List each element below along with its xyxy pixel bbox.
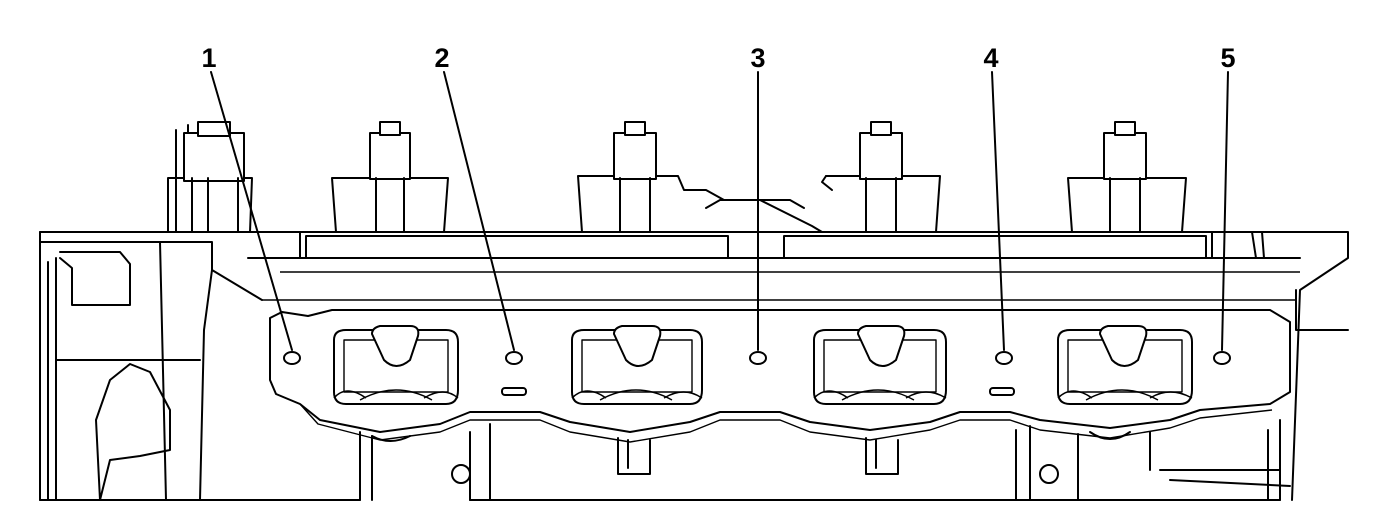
callout-label-3: 3 bbox=[750, 43, 765, 73]
callout-label-2: 2 bbox=[434, 43, 449, 73]
callout-labels: 1 2 3 4 5 bbox=[201, 43, 1235, 73]
callout-label-5: 5 bbox=[1220, 43, 1235, 73]
bolt-hole-2 bbox=[505, 351, 523, 365]
bolt-hole-5 bbox=[1213, 351, 1231, 365]
leader-line-4 bbox=[991, 71, 1005, 351]
exhaust-port-4 bbox=[1057, 325, 1193, 405]
cylinder-head-casting bbox=[39, 231, 1349, 501]
bolt-hole-1 bbox=[283, 351, 301, 365]
rocker-support-2 bbox=[331, 121, 449, 233]
bolt-hole-4 bbox=[995, 351, 1013, 365]
exhaust-port-1 bbox=[333, 325, 459, 405]
leader-line-1 bbox=[210, 71, 293, 351]
lower-bosses bbox=[359, 423, 1151, 501]
exhaust-port-2 bbox=[571, 325, 703, 405]
bolt-hole-3 bbox=[749, 351, 767, 365]
leader-lines bbox=[210, 71, 1229, 351]
rocker-support-5 bbox=[1067, 121, 1187, 233]
exhaust-ports bbox=[333, 325, 1193, 405]
exhaust-port-3 bbox=[813, 325, 947, 405]
callout-label-4: 4 bbox=[983, 43, 998, 73]
bolt-holes bbox=[283, 351, 1231, 396]
rocker-support-group bbox=[167, 121, 1187, 233]
leader-line-2 bbox=[443, 71, 515, 351]
leader-line-5 bbox=[1221, 71, 1229, 351]
rocker-support-1 bbox=[167, 121, 253, 233]
rocker-support-3 bbox=[577, 121, 941, 233]
callout-label-1: 1 bbox=[201, 43, 216, 73]
manifold-face bbox=[269, 309, 1291, 443]
